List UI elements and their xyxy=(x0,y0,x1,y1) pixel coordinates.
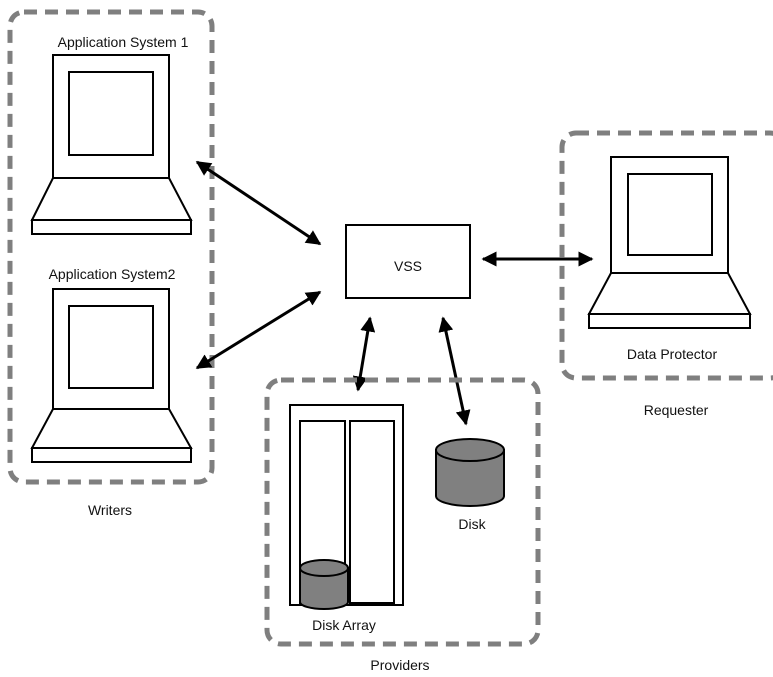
requester-group-border xyxy=(559,130,773,381)
data-protector-computer-icon xyxy=(587,156,752,329)
writers-group-border xyxy=(7,9,215,485)
vss-box xyxy=(345,224,471,299)
disk-label: Disk xyxy=(458,516,486,532)
vss-label: VSS xyxy=(394,258,422,274)
app-system-2-label: Application System2 xyxy=(49,266,176,282)
app-system-1-computer-icon xyxy=(30,54,193,235)
disk-array-label: Disk Array xyxy=(312,617,376,633)
arrow-vss-disk xyxy=(438,316,471,426)
disk-array-icon xyxy=(289,404,404,610)
requester-label: Requester xyxy=(644,402,709,418)
disk-icon xyxy=(435,438,505,507)
data-protector-label: Data Protector xyxy=(627,346,718,362)
app-system-2-computer-icon xyxy=(30,288,193,463)
providers-label: Providers xyxy=(370,657,429,673)
arrow-vss-disk-array xyxy=(352,316,376,392)
arrow-app2-vss xyxy=(195,290,322,370)
providers-group-border xyxy=(264,377,541,647)
writers-label: Writers xyxy=(88,502,132,518)
app-system-1-label: Application System 1 xyxy=(58,34,189,50)
arrow-app1-vss xyxy=(195,160,322,246)
